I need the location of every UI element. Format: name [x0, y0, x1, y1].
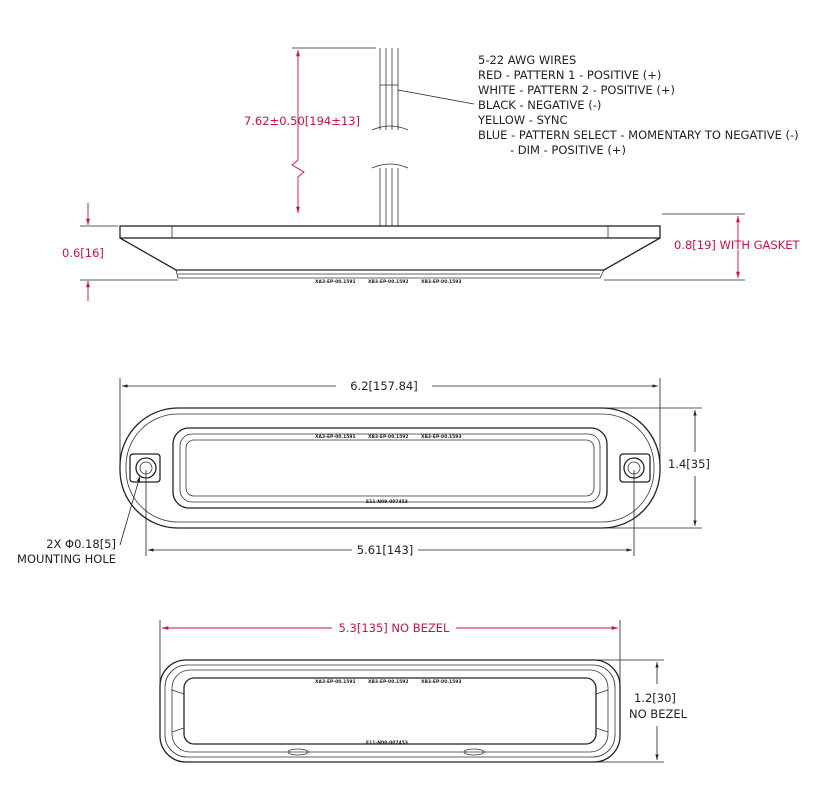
mounting-hole-right: [619, 453, 651, 483]
side-code-2: XB3-EP-00.1592: [368, 279, 409, 285]
nobezel-height-label-1: 1.2[30]: [634, 691, 676, 705]
gasket-height-dimension: 0.8[19] WITH GASKET: [604, 213, 801, 281]
wire-note-0: 5-22 AWG WIRES: [478, 53, 576, 67]
wire-length-label: 7.62±0.50[194±13]: [244, 114, 360, 128]
body-height-dimension: 0.6[16]: [62, 203, 178, 301]
hole-callout-line1: 2X Φ0.18[5]: [46, 537, 116, 551]
front-code-2: XB3-EP-00.1592: [368, 434, 409, 440]
wire-length-dimension: 7.62±0.50[194±13]: [244, 47, 376, 213]
side-profile: XA3-EP-00.1591 XB3-EP-00.1592 XB3-EP-00.…: [119, 225, 661, 285]
nobezel-code-bottom: E11-N08-007453: [366, 740, 408, 746]
gasket-height-label: 0.8[19] WITH GASKET: [674, 238, 801, 252]
wire-note-5: BLUE - PATTERN SELECT - MOMENTARY TO NEG…: [478, 128, 799, 142]
hole-callout-line2: MOUNTING HOLE: [17, 552, 116, 566]
hole-spacing-label: 5.61[143]: [357, 543, 414, 557]
wire-note-2: WHITE - PATTERN 2 - POSITIVE (+): [478, 83, 675, 97]
wire-bundle: [371, 48, 409, 226]
lens-inner: [185, 439, 595, 497]
wire-note-1: RED - PATTERN 1 - POSITIVE (+): [478, 68, 661, 82]
no-bezel-outline: [159, 659, 621, 763]
nobezel-height-dimension: 1.2[30] NO BEZEL: [580, 659, 688, 763]
hole-spacing-dimension: 5.61[143]: [145, 470, 635, 557]
nobezel-length-label: 5.3[135] NO BEZEL: [339, 621, 450, 635]
overall-length-dimension: 6.2[157.84]: [119, 378, 661, 470]
front-code-1: XA3-EP-00.1591: [315, 434, 356, 440]
nobezel-length-dimension: 5.3[135] NO BEZEL: [159, 620, 621, 708]
wire-notes: 5-22 AWG WIRES RED - PATTERN 1 - POSITIV…: [477, 53, 799, 157]
height-dimension: 1.4[35]: [600, 407, 710, 529]
wire-leader: [397, 89, 475, 105]
mounting-hole-callout: 2X Φ0.18[5] MOUNTING HOLE: [17, 475, 141, 566]
bezel-outline: [119, 407, 661, 529]
lens-outer: [172, 427, 608, 509]
side-code-1: XA3-EP-00.1591: [315, 279, 356, 285]
front-code-3: XB3-EP-00.1593: [421, 434, 462, 440]
nobezel-height-label-2: NO BEZEL: [629, 707, 688, 721]
no-bezel-view: XA3-EP-00.1591 XB3-EP-00.1592 XB3-EP-00.…: [159, 620, 688, 763]
side-view: XA3-EP-00.1591 XB3-EP-00.1592 XB3-EP-00.…: [62, 47, 801, 301]
nobezel-code-2: XB3-EP-00.1592: [368, 679, 409, 685]
body-height-label: 0.6[16]: [62, 246, 104, 260]
height-label: 1.4[35]: [668, 457, 710, 471]
wire-note-4: YELLOW - SYNC: [477, 113, 568, 127]
overall-length-label: 6.2[157.84]: [350, 379, 418, 393]
side-code-3: XB3-EP-00.1593: [421, 279, 462, 285]
front-code-bottom: E11-N08-007453: [366, 499, 408, 505]
nobezel-code-3: XB3-EP-00.1593: [421, 679, 462, 685]
front-view: XA3-EP-00.1591 XB3-EP-00.1592 XB3-EP-00.…: [17, 378, 710, 566]
wire-note-6: - DIM - POSITIVE (+): [510, 143, 626, 157]
mounting-hole-left: [129, 453, 161, 483]
nobezel-code-1: XA3-EP-00.1591: [315, 679, 356, 685]
wire-note-3: BLACK - NEGATIVE (-): [478, 98, 601, 112]
